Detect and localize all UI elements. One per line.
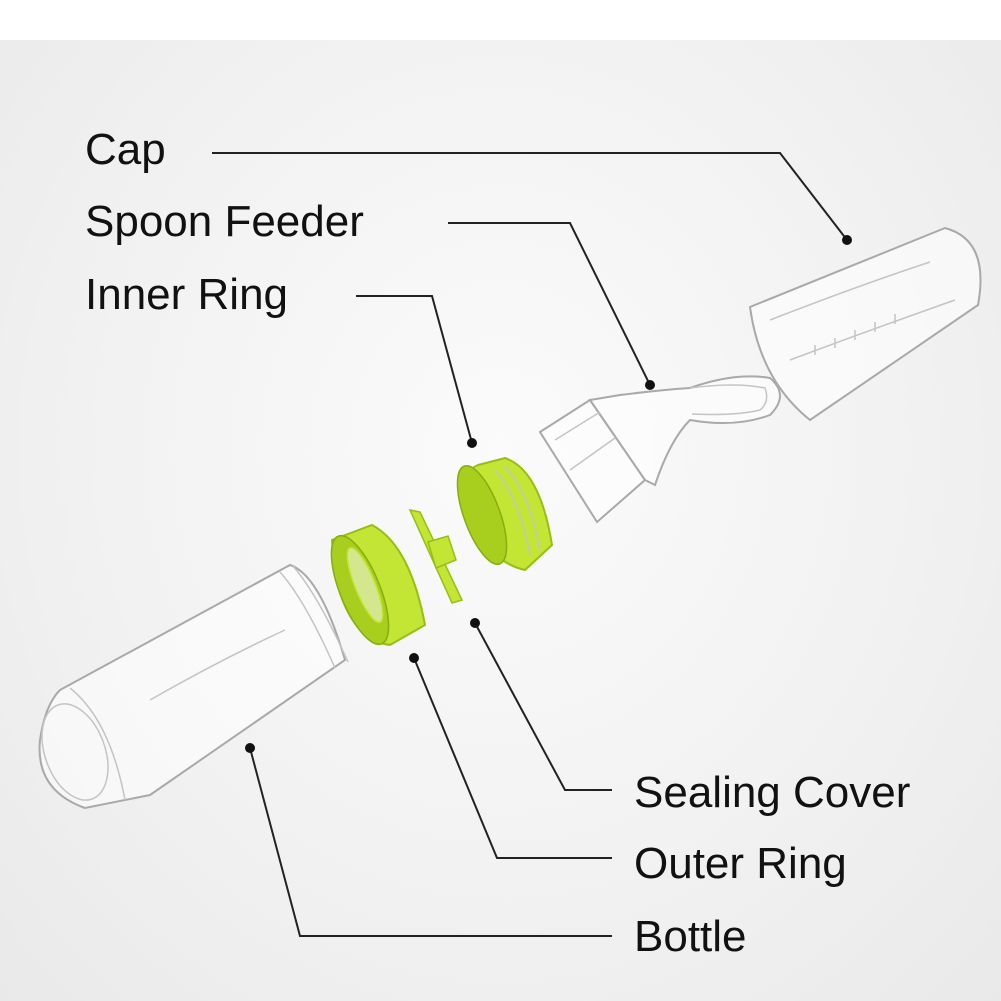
leader-line-spoon-feeder — [448, 222, 651, 386]
label-inner-ring: Inner Ring — [85, 270, 289, 319]
spoon-feeder-part — [538, 375, 781, 524]
leader-dot-spoon-feeder — [645, 380, 655, 390]
leader-dot-cap — [842, 235, 852, 245]
sealing-cover-part — [408, 508, 464, 604]
label-outer-ring: Outer Ring — [634, 839, 847, 888]
label-bottle: Bottle — [634, 912, 747, 961]
top-band — [0, 0, 1001, 40]
cap-part — [748, 226, 982, 422]
leader-line-sealing-cover — [474, 622, 612, 791]
label-cap: Cap — [85, 125, 166, 174]
leader-dot-inner-ring — [467, 438, 477, 448]
label-spoon-feeder: Spoon Feeder — [85, 197, 364, 246]
leader-line-outer-ring — [413, 657, 612, 859]
label-sealing-cover: Sealing Cover — [634, 768, 911, 817]
leader-dot-bottle — [245, 743, 255, 753]
leader-line-inner-ring — [356, 295, 473, 444]
leader-dot-outer-ring — [409, 653, 419, 663]
leader-line-cap — [212, 152, 848, 241]
outer-ring-part — [330, 523, 427, 647]
leader-dot-sealing-cover — [470, 618, 480, 628]
bottle-part — [38, 563, 349, 810]
inner-ring-part — [456, 456, 554, 572]
leader-line-bottle — [249, 747, 612, 937]
